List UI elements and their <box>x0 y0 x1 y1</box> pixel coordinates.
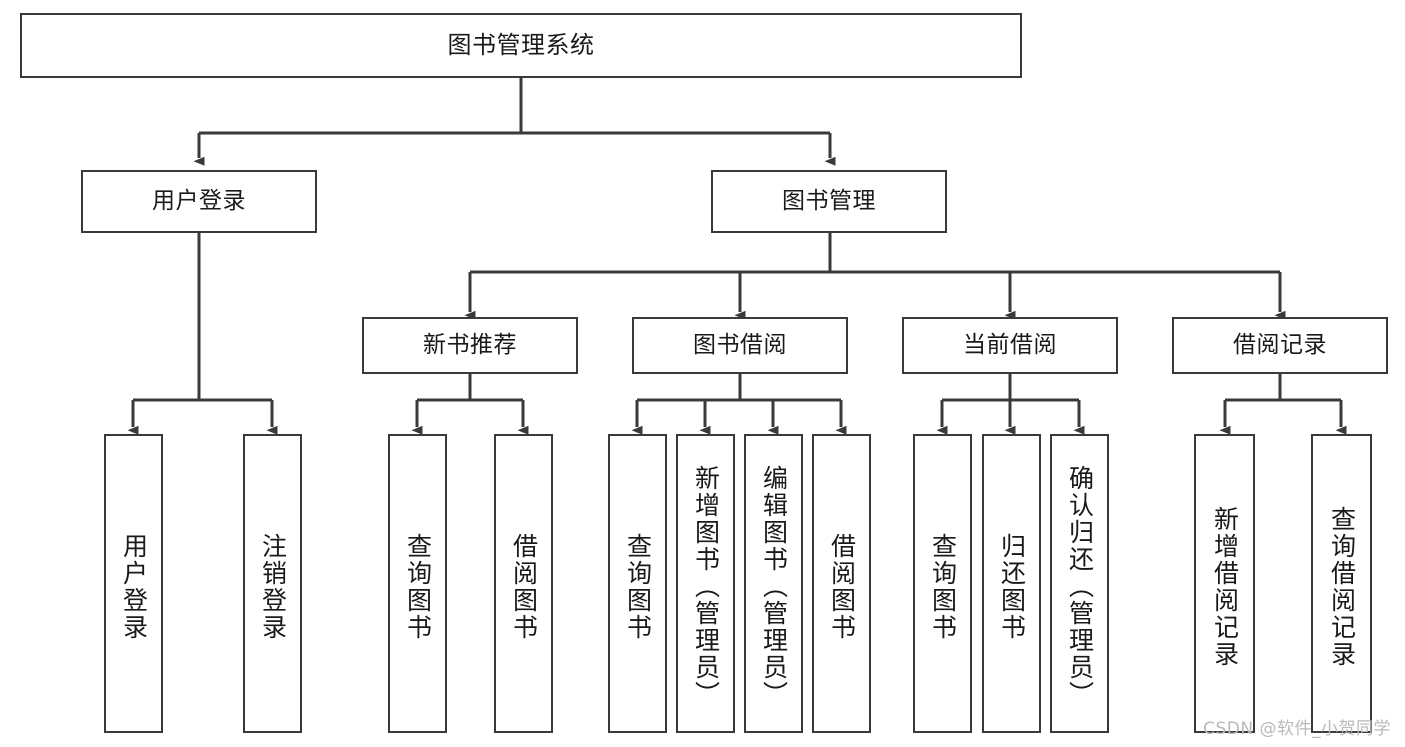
node-label: 新书推荐 <box>423 331 517 358</box>
node-label: 借阅图书 <box>509 532 539 641</box>
leaf-add-book-admin[interactable]: 新增图书（管理员） <box>676 434 735 733</box>
leaf-edit-book-admin[interactable]: 编辑图书（管理员） <box>744 434 803 733</box>
node-label: 当前借阅 <box>963 331 1057 358</box>
leaf-query-book-current[interactable]: 查询图书 <box>913 434 972 733</box>
node-label: 借阅图书 <box>827 532 857 641</box>
node-borrow-record[interactable]: 借阅记录 <box>1172 317 1388 374</box>
leaf-borrow-book[interactable]: 借阅图书 <box>812 434 871 733</box>
node-label: 用户登录 <box>119 532 149 641</box>
node-label: 借阅记录 <box>1233 331 1327 358</box>
node-label: 图书管理 <box>782 187 876 214</box>
leaf-query-borrow-record[interactable]: 查询借阅记录 <box>1311 434 1372 733</box>
leaf-user-login[interactable]: 用户登录 <box>104 434 163 733</box>
leaf-confirm-return-admin[interactable]: 确认归还（管理员） <box>1050 434 1109 733</box>
node-label: 图书借阅 <box>693 331 787 358</box>
node-label: 新增借阅记录 <box>1210 505 1240 668</box>
node-label: 查询借阅记录 <box>1327 505 1357 668</box>
node-label: 注销登录 <box>258 532 288 641</box>
node-label: 用户登录 <box>152 187 246 214</box>
node-root-system[interactable]: 图书管理系统 <box>20 13 1022 78</box>
node-label: 图书管理系统 <box>447 31 595 60</box>
leaf-logout[interactable]: 注销登录 <box>243 434 302 733</box>
node-label: 归还图书 <box>997 532 1027 641</box>
node-current-borrow[interactable]: 当前借阅 <box>902 317 1118 374</box>
node-label: 确认归还（管理员） <box>1065 465 1095 708</box>
leaf-add-borrow-record[interactable]: 新增借阅记录 <box>1194 434 1255 733</box>
node-label: 新增图书（管理员） <box>691 465 721 708</box>
csdn-watermark: CSDN @软件_小贺同学 <box>1203 719 1391 739</box>
node-label: 查询图书 <box>403 532 433 641</box>
leaf-return-book[interactable]: 归还图书 <box>982 434 1041 733</box>
node-book-borrow[interactable]: 图书借阅 <box>632 317 848 374</box>
leaf-query-book-recommend[interactable]: 查询图书 <box>388 434 447 733</box>
leaf-query-book-borrow[interactable]: 查询图书 <box>608 434 667 733</box>
node-label: 查询图书 <box>623 532 653 641</box>
node-label: 编辑图书（管理员） <box>759 465 789 708</box>
node-book-manage[interactable]: 图书管理 <box>711 170 947 233</box>
node-user-login[interactable]: 用户登录 <box>81 170 317 233</box>
node-new-book-recommend[interactable]: 新书推荐 <box>362 317 578 374</box>
leaf-borrow-book-recommend[interactable]: 借阅图书 <box>494 434 553 733</box>
node-label: 查询图书 <box>928 532 958 641</box>
